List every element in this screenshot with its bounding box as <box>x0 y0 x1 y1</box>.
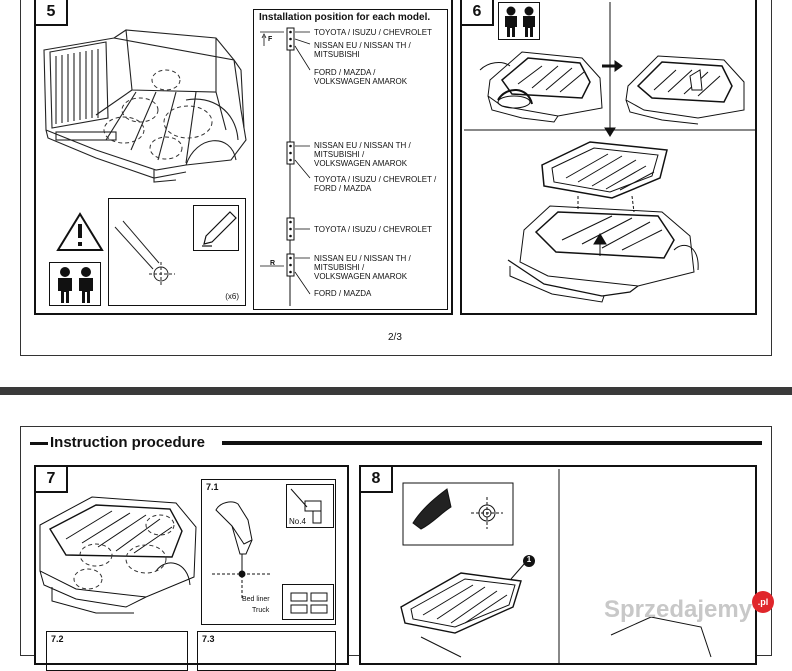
front-marker: F <box>268 36 273 43</box>
installation-position-table: Installation position for each model. <box>253 9 448 310</box>
drill-drawing <box>212 501 272 598</box>
step-6-drawings <box>464 2 757 303</box>
truck-label: Truck <box>252 607 270 614</box>
install-position-title: Installation position for each model. <box>259 12 431 23</box>
step-7-number: 7 <box>36 467 68 493</box>
substep-7-2-label: 7.2 <box>51 634 64 644</box>
layer-legend <box>282 584 334 620</box>
step-7-truck-drawing <box>39 496 197 614</box>
position-8: FORD / MAZDA <box>314 289 372 298</box>
substep-7-1-box: 7.1 No.4 <box>201 479 336 625</box>
position-4: NISSAN EU / NISSAN TH / MITSUBISHI / VOL… <box>314 141 411 168</box>
rail-diagram <box>260 27 311 306</box>
step-6-panel: 6 <box>460 0 757 315</box>
watermark-badge: .pl <box>752 591 774 613</box>
warning-triangle-icon <box>56 212 104 251</box>
top-page-frame <box>20 0 772 356</box>
step-5-number: 5 <box>36 0 68 26</box>
page-number: 2/3 <box>388 332 402 343</box>
step-7-panel: 7 7.1 <box>34 465 349 671</box>
position-5: TOYOTA / ISUZU / CHEVROLET / FORD / MAZD… <box>314 175 437 193</box>
step-6-number: 6 <box>462 0 494 26</box>
substep-7-1-label: 7.1 <box>206 482 219 492</box>
position-2: NISSAN EU / NISSAN TH / MITSUBISHI <box>314 41 411 59</box>
step-5-panel: 5 <box>34 0 453 315</box>
section-header: Instruction procedure <box>30 434 762 452</box>
substep-7-3-box: 7.3 <box>197 631 336 671</box>
drill-tool-box: No.4 <box>286 484 334 528</box>
substep-7-2-box: 7.2 <box>46 631 188 671</box>
rear-marker: R <box>270 260 276 267</box>
step-8-drawings <box>400 469 712 663</box>
two-person-icon <box>49 262 101 306</box>
callout-1: 1 <box>526 555 532 564</box>
quantity-label: (x6) <box>225 292 239 301</box>
position-7: NISSAN EU / NISSAN TH / MITSUBISHI / VOL… <box>314 254 411 281</box>
bed-liner-label: Bed liner <box>242 596 270 603</box>
position-6: TOYOTA / ISUZU / CHEVROLET <box>314 225 432 234</box>
pencil-icon-box <box>193 205 239 251</box>
page-divider <box>0 387 792 395</box>
step-8-panel: 8 1 <box>359 465 757 665</box>
position-3: FORD / MAZDA / VOLKSWAGEN AMAROK <box>314 68 408 86</box>
target-detail-box: (x6) <box>108 198 246 306</box>
truck-bed-drawing <box>43 29 247 183</box>
substep-7-3-label: 7.3 <box>202 634 215 644</box>
section-title: Instruction procedure <box>50 434 206 451</box>
step-8-number: 8 <box>361 467 393 493</box>
two-person-icon <box>498 2 540 40</box>
tool-number-label: No.4 <box>289 517 306 526</box>
watermark: Sprzedajemy <box>604 596 753 623</box>
position-1: TOYOTA / ISUZU / CHEVROLET <box>314 28 432 37</box>
